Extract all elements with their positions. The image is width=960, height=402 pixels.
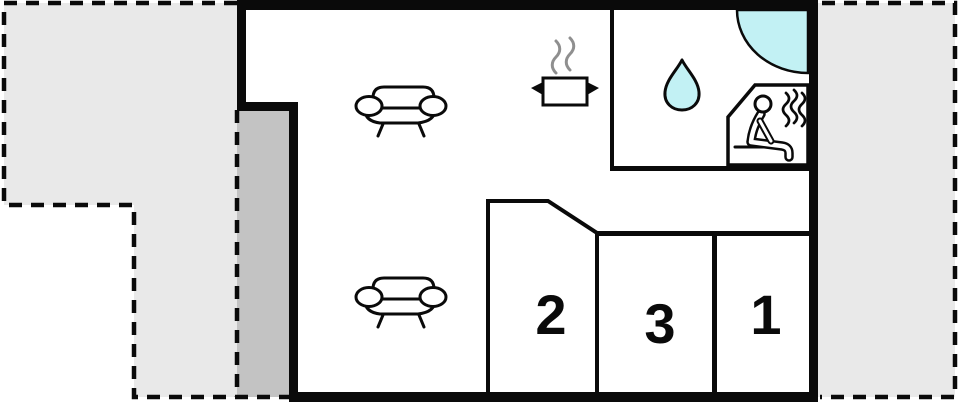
terrace-right-area [818, 3, 955, 397]
cooking-area [531, 36, 599, 107]
sauna-cabin [726, 83, 810, 167]
heat-waves-icon [781, 88, 807, 128]
bedroom-2-walls [486, 199, 599, 392]
room-label-3: 3 [644, 292, 675, 355]
terrace-left-area [4, 3, 237, 397]
interior-walls [595, 10, 809, 392]
exterior-walls [237, 0, 818, 402]
cooking-pot-icon [531, 76, 599, 107]
shower-icon [735, 8, 810, 75]
room-label-1: 1 [750, 283, 781, 346]
steam-icon [550, 36, 576, 75]
water-drop-icon [663, 58, 701, 112]
sauna-person-icon [733, 94, 794, 162]
terrace-strip-area [237, 111, 289, 397]
room-label-2: 2 [535, 283, 566, 346]
